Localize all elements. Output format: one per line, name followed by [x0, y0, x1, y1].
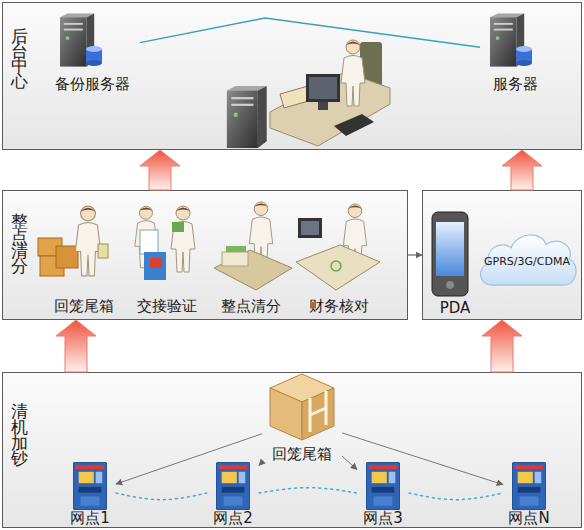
name-plate: [280, 86, 312, 108]
document-mark: [150, 258, 162, 268]
node-label: 服务器: [480, 75, 550, 93]
pda-screen: [436, 222, 464, 276]
flow-block-arrow: [56, 320, 96, 372]
staff-figure: [249, 202, 272, 266]
computer-monitor: [298, 218, 322, 238]
office-desk: [270, 72, 390, 146]
center-band: 备份服务器 服务器 后台中心: [2, 2, 582, 150]
atm-icon: [73, 462, 107, 509]
node-label: 回笼尾箱: [45, 297, 123, 315]
note-bundle: [226, 246, 246, 252]
database-icon: [86, 46, 102, 66]
monitor-frame: [306, 74, 340, 102]
connector-line: [342, 456, 357, 470]
document: [140, 230, 158, 254]
box-left: [270, 388, 302, 440]
keyboard: [334, 114, 374, 136]
cash-box: [56, 246, 78, 268]
database-icon: [516, 46, 532, 66]
atm-icon: [366, 462, 400, 509]
node-label: 财务核对: [298, 297, 380, 315]
flow-block-arrow: [140, 150, 180, 190]
document-mark: [172, 222, 184, 232]
connector-line: [116, 434, 262, 484]
task-node: 回笼尾箱: [45, 198, 123, 318]
connector-line: [140, 18, 480, 47]
flow-block-arrow: [502, 150, 542, 190]
network-link: [116, 493, 207, 500]
office-chair: [360, 42, 382, 90]
node-label: PDA: [423, 299, 487, 317]
node-label: 回笼尾箱: [262, 445, 342, 463]
node-label: 交接验证: [128, 297, 206, 315]
connector-line: [342, 433, 503, 485]
monitor-screen: [309, 77, 337, 99]
atm-band: 回笼尾箱网点1 网点2 网点3 网点N 清机加钞: [2, 372, 582, 528]
operator-figure: [341, 40, 365, 106]
accounting-desk: [296, 245, 380, 290]
pda-device: [432, 212, 468, 296]
flow-block-arrow: [482, 320, 522, 372]
staff-figure: [171, 206, 195, 272]
atm-icon: [216, 462, 250, 509]
task-node: 财务核对: [298, 198, 380, 318]
workstation-tower: [227, 86, 267, 148]
band-title: 后台中心: [11, 13, 28, 73]
node-label: 备份服务器: [45, 75, 140, 93]
counting-desk: [214, 250, 292, 290]
backup-server-icon: [60, 13, 94, 66]
atm-node: 网点N: [503, 458, 555, 528]
staff-figure: [75, 206, 100, 276]
connector-line: [259, 462, 262, 465]
cash-box-node: 回笼尾箱: [262, 374, 342, 466]
connector-line: [408, 254, 422, 255]
band-title: 整点清分: [11, 199, 28, 259]
staff-figure: [343, 204, 366, 268]
staff-figure: [135, 206, 157, 268]
card: [98, 244, 108, 258]
cash-box: [40, 256, 64, 276]
box-right: [302, 388, 334, 440]
atm-node: 网点2: [207, 458, 259, 528]
node-label: 网点1: [64, 509, 116, 527]
node-label: 整点清分: [210, 297, 292, 315]
network-cloud: GPRS/3G/CDMA: [474, 228, 580, 294]
box-top: [270, 374, 334, 402]
node-label: 网点2: [207, 509, 259, 527]
document: [144, 252, 166, 280]
computer-screen: [301, 221, 319, 235]
paper-stack: [222, 252, 248, 266]
atm-node: 网点3: [357, 458, 409, 528]
server-icon: [490, 13, 524, 66]
band-title: 清机加钞: [11, 389, 28, 453]
cash-box: [38, 238, 62, 256]
node-label: 网点N: [503, 509, 555, 527]
network-link: [259, 488, 357, 493]
atm-node: 网点1: [64, 458, 116, 528]
node-label: 网点3: [357, 509, 409, 527]
box-tape: [310, 391, 326, 432]
network-link: [409, 493, 503, 500]
task-node: 交接验证: [128, 198, 206, 318]
check-mark: [331, 261, 341, 271]
monitor-stand: [318, 102, 328, 110]
sorting-band: 回笼尾箱交接验证整点清分财务核对整点清分: [2, 190, 408, 320]
server-node: 备份服务器: [45, 8, 140, 96]
pda-box: GPRS/3G/CDMA PDA: [422, 190, 582, 320]
atm-icon: [512, 462, 546, 509]
server-node: 服务器: [480, 8, 550, 96]
pda-button: [446, 281, 454, 289]
task-node: 整点清分: [210, 198, 292, 318]
network-label: GPRS/3G/CDMA: [474, 255, 580, 268]
